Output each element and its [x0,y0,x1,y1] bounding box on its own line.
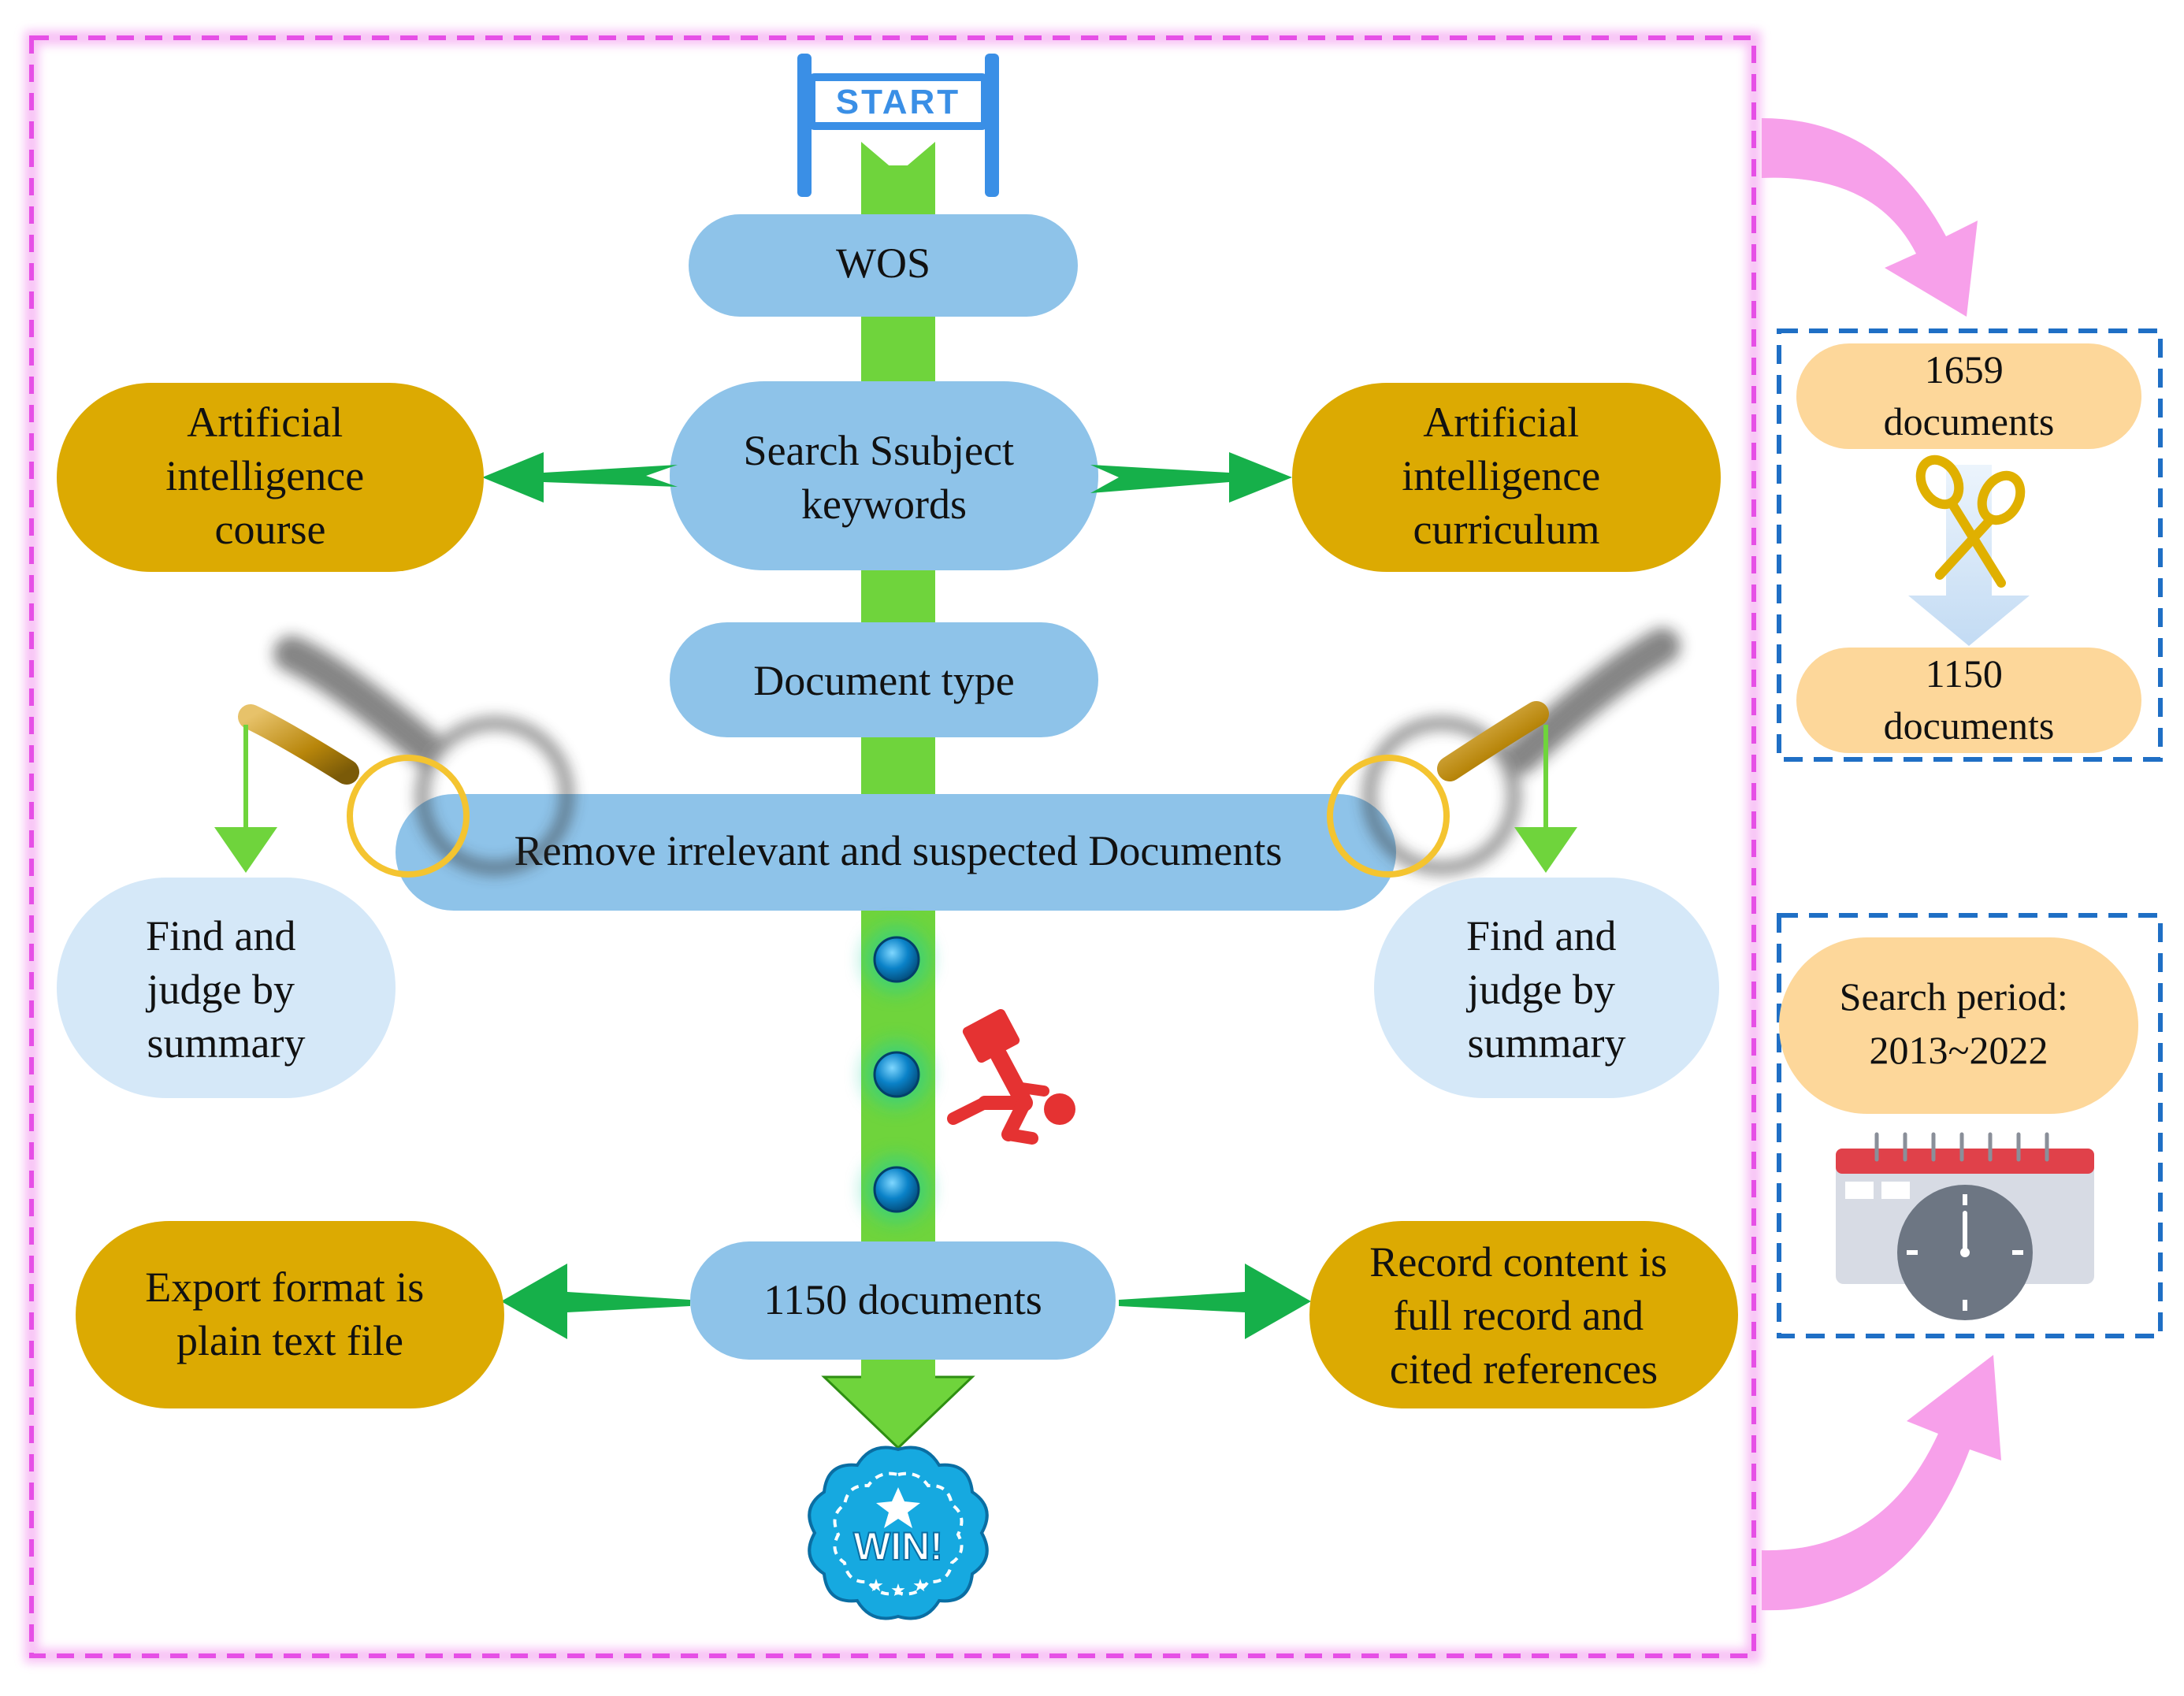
node-export-format: Export format is plain text file [76,1221,504,1408]
win-star-2: ★ [890,1580,906,1600]
arrow-to-screening-left [214,725,277,873]
svg-text:Artificial intelligence: Artificial intelligence curriculum [1402,399,1610,553]
export-format-line1: Export format is [145,1264,424,1311]
svg-text:Find and judge by: Find and judge by summary [146,912,307,1067]
record-content-line3: cited references [1390,1345,1658,1393]
node-result-label: 1150 documents [763,1276,1042,1323]
node-search-line1: Search Ssubject [744,427,1014,474]
node-document-type-label: Document type [753,657,1014,704]
arrow-to-keyword-left [482,452,678,503]
node-document-type: Document type [670,622,1098,737]
keyword-curriculum-line1: Artificial [1423,399,1579,446]
keyword-course-line2: intelligence [165,452,364,499]
side-panel-counts: 1659 documents 1150 documents [1777,328,2163,762]
search-period-label: Search period: [1840,974,2068,1019]
arrow-to-keyword-right [1090,452,1292,503]
progress-dots [864,926,930,1223]
node-screening-right: Find and judge by summary [1374,878,1719,1098]
count-after-unit: documents [1884,703,2055,748]
win-star-1: ★ [868,1575,884,1595]
node-record-content: Record content is full record and cited … [1309,1221,1738,1408]
svg-text:1659 documents: 1659 documents [1884,347,2055,443]
screening-right-line1: Find and [1466,912,1617,959]
search-period-range: 2013~2022 [1869,1028,2048,1072]
count-before-unit: documents [1884,399,2055,443]
record-content-line1: Record content is [1369,1238,1667,1286]
svg-text:Record content is full r: Record content is full record and cited … [1369,1238,1677,1393]
win-badge-icon: WIN! ★ ★ ★ [808,1445,989,1620]
svg-text:Export format is plain t: Export format is plain text file [145,1264,434,1364]
screening-left-line2: judge by [146,966,295,1013]
screening-left-line3: summary [147,1019,306,1067]
arrow-to-export-left [501,1264,690,1339]
arrow-to-export-right [1119,1264,1311,1339]
screening-right-line3: summary [1468,1019,1626,1067]
falling-person-icon [947,1008,1075,1145]
screening-right-line2: judge by [1466,966,1615,1013]
screening-left-line1: Find and [146,912,296,959]
node-wos-label: WOS [836,239,930,287]
node-result-documents: 1150 documents [690,1241,1116,1360]
svg-text:Artificial intelligence: Artificial intelligence course [165,399,374,553]
node-keyword-course: Artificial intelligence course [57,383,484,572]
start-sign-label: START [836,83,960,121]
count-before-number: 1659 [1925,347,2004,392]
svg-text:Find and judge by: Find and judge by summary [1466,912,1628,1067]
calendar-clock-icon [1836,1132,2094,1320]
side-arrow-top [1762,118,1978,317]
node-search-line2: keywords [801,481,967,528]
node-wos: WOS [689,214,1078,317]
node-remove-documents: Remove irrelevant and suspected Document… [396,794,1396,911]
win-star-3: ★ [912,1575,928,1595]
keyword-course-line3: course [215,506,326,553]
arrow-to-screening-right [1514,725,1577,873]
record-content-line2: full record and [1393,1292,1644,1339]
outer-frame [24,31,1761,1663]
scissors-icon [1915,455,2026,588]
export-format-line2: plain text file [176,1317,403,1364]
keyword-curriculum-line2: intelligence [1402,452,1600,499]
node-search-keywords: Search Ssubject keywords [670,381,1098,570]
start-sign-icon: START [797,54,999,197]
node-screening-left: Find and judge by summary [57,878,396,1098]
svg-text:Search period: 2013~2022: Search period: 2013~2022 [1840,974,2078,1072]
count-after-number: 1150 [1926,651,2003,696]
side-panel-period: Search period: 2013~2022 [1777,913,2163,1338]
svg-text:1150 documents: 1150 documents [1884,651,2055,748]
node-remove-label: Remove irrelevant and suspected Document… [514,827,1283,874]
magnifier-icon [238,628,1681,878]
win-badge-label: WIN! [853,1524,943,1568]
side-arrow-bottom [1762,1355,2001,1611]
keyword-course-line1: Artificial [187,399,343,446]
svg-text:Search Ssubject keywords: Search Ssubject keywords [744,427,1025,528]
keyword-curriculum-line3: curriculum [1413,506,1600,553]
node-keyword-curriculum: Artificial intelligence curriculum [1292,383,1721,572]
